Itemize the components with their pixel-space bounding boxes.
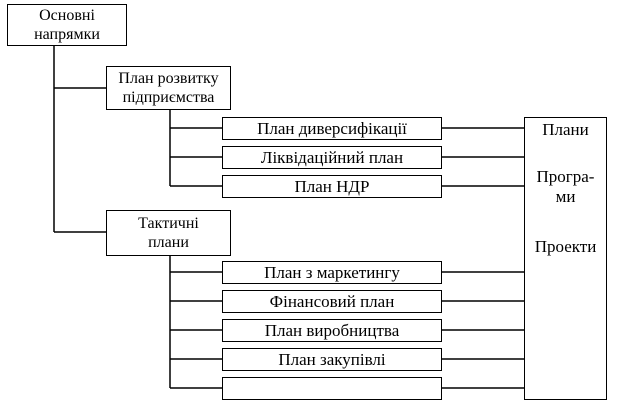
branch-1-item-1-label: План диверсифікації xyxy=(257,118,407,138)
right-panel-item-projects: Проекти xyxy=(534,237,597,256)
root-box: Основні напрямки xyxy=(7,4,127,46)
branch-1-item-2-label: Ліквідаційний план xyxy=(260,147,404,167)
root-label: Основні напрямки xyxy=(34,7,100,43)
branch-1-item-1-box: План диверсифікації xyxy=(222,117,442,140)
branch-1-item-3-label: План НДР xyxy=(294,176,370,196)
branch-2-item-3-label: План виробництва xyxy=(264,320,400,340)
branch-2-item-2-box: Фінансовий план xyxy=(222,290,442,313)
right-panel-item-plans: Плани xyxy=(542,120,589,139)
branch-1-box: План розвитку підприємства xyxy=(106,66,231,110)
branch-2-label: Тактичні плани xyxy=(138,215,199,251)
branch-2-item-1-label: План з маркетингу xyxy=(264,262,400,282)
branch-2-item-4-label: План закупівлі xyxy=(278,349,386,369)
branch-1-label: План розвитку підприємства xyxy=(118,70,219,106)
branch-2-item-3-box: План виробництва xyxy=(222,319,442,342)
branch-2-item-1-box: План з маркетингу xyxy=(222,261,442,284)
branch-1-item-2-box: Ліквідаційний план xyxy=(222,146,442,169)
branch-2-box: Тактичні плани xyxy=(106,210,231,256)
right-panel-item-programs: Програ- ми xyxy=(536,167,595,206)
right-panel: Плани Програ- ми Проекти xyxy=(524,117,607,400)
branch-1-item-3-box: План НДР xyxy=(222,175,442,198)
branch-2-item-5-box xyxy=(222,377,442,400)
branch-2-item-4-box: План закупівлі xyxy=(222,348,442,371)
branch-2-item-2-label: Фінансовий план xyxy=(269,291,395,311)
